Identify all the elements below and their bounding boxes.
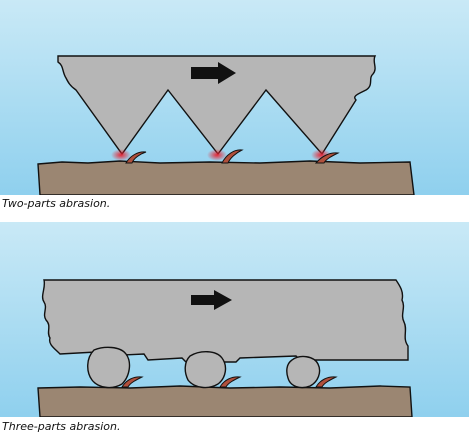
soft-surface — [37, 160, 415, 195]
particle-2 — [184, 351, 227, 389]
two-parts-abrasion-diagram — [0, 0, 469, 195]
right-arrow-icon — [191, 62, 236, 84]
three-parts-caption: Three-parts abrasion. — [2, 420, 121, 433]
debris-curl-3 — [314, 152, 340, 164]
right-arrow-icon — [191, 290, 232, 310]
particle-3 — [286, 355, 321, 389]
debris-curl-2 — [219, 376, 242, 388]
soft-surface — [37, 385, 413, 417]
two-parts-caption: Two-parts abrasion. — [2, 197, 111, 210]
two-parts-abrasion-illustration — [0, 0, 469, 195]
particle-1 — [87, 346, 131, 389]
debris-curl-2 — [221, 149, 244, 164]
debris-curl-1 — [121, 376, 144, 388]
three-parts-abrasion-diagram — [0, 222, 469, 417]
contact-point-1 — [111, 149, 131, 161]
debris-curl-3 — [315, 376, 338, 388]
three-parts-abrasion-illustration — [0, 222, 469, 417]
contact-point-2 — [207, 149, 227, 161]
hard-surface — [57, 55, 377, 156]
debris-curl-1 — [125, 151, 147, 164]
